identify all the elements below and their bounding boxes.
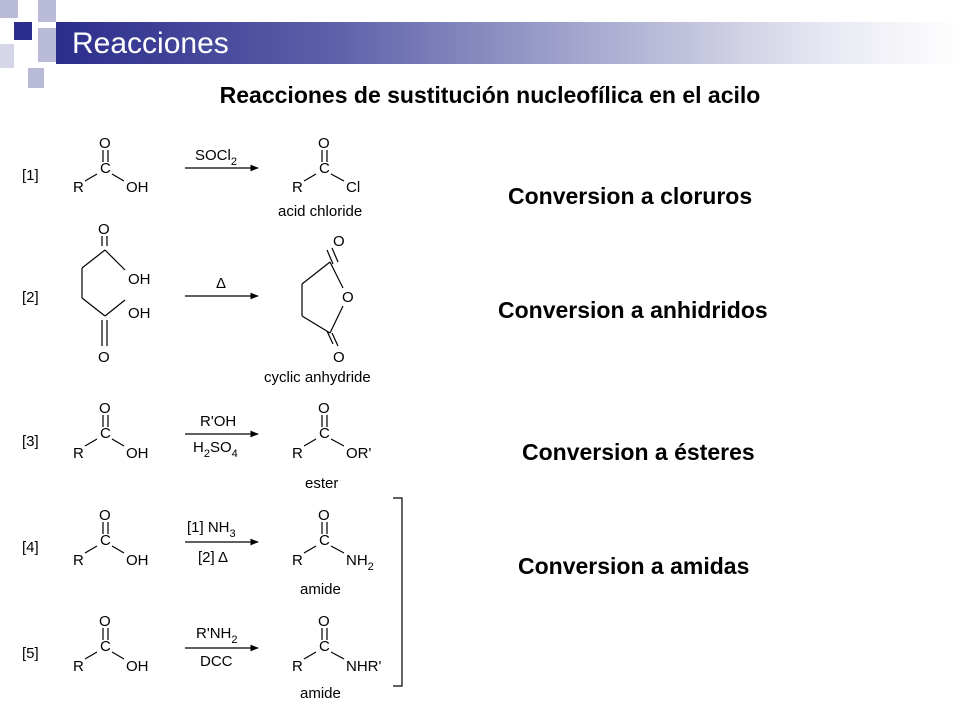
atom-o: O <box>333 233 345 250</box>
reagent-bottom: H2SO4 <box>193 439 238 460</box>
atom-o: O <box>318 135 330 152</box>
slide-subtitle: Reacciones de sustitución nucleofílica e… <box>219 82 761 108</box>
conversion-label-esters: Conversion a ésteres <box>522 439 755 465</box>
reaction-scheme: [1] O C R OH SOCl2 O C R Cl acid chlorid… <box>22 135 403 702</box>
atom-r: R <box>292 658 303 675</box>
reagent-bottom: DCC <box>200 653 233 670</box>
atom-c: C <box>319 638 330 655</box>
atom-o: O <box>99 400 111 417</box>
product-label: acid chloride <box>278 203 362 220</box>
atom-c: C <box>100 160 111 177</box>
atom-r: R <box>73 179 84 196</box>
product-label: ester <box>305 475 338 492</box>
atom-r: R <box>292 445 303 462</box>
reaction-number: [4] <box>22 539 39 556</box>
atom-o: O <box>99 613 111 630</box>
reagent-top: [1] NH3 <box>187 519 236 540</box>
atom-c: C <box>319 425 330 442</box>
conversion-label-chlorides: Conversion a cloruros <box>508 183 753 209</box>
decor-square <box>14 22 32 40</box>
atom-r: R <box>292 552 303 569</box>
reagent-top: R'OH <box>200 413 236 430</box>
decor-square <box>28 68 44 88</box>
atom-or: OR' <box>346 445 372 462</box>
atom-oh: OH <box>126 552 149 569</box>
reaction-number: [1] <box>22 167 39 184</box>
atom-oh: OH <box>126 658 149 675</box>
reagent-top: Δ <box>216 275 226 292</box>
atom-oh: OH <box>126 179 149 196</box>
atom-r: R <box>73 552 84 569</box>
atom-o: O <box>318 400 330 417</box>
atom-r: R <box>73 658 84 675</box>
atom-oh: OH <box>128 305 151 322</box>
atom-nh2: NH2 <box>346 552 374 573</box>
decor-square <box>38 28 56 62</box>
decor-square <box>0 44 14 68</box>
atom-o: O <box>342 289 354 306</box>
slide-title: Reacciones <box>72 27 229 60</box>
atom-oh: OH <box>126 445 149 462</box>
atom-cl: Cl <box>346 179 360 196</box>
atom-oh: OH <box>128 271 151 288</box>
atom-o: O <box>99 135 111 152</box>
atom-c: C <box>319 532 330 549</box>
conversion-label-anhydrides: Conversion a anhidridos <box>498 297 768 323</box>
reaction-number: [5] <box>22 645 39 662</box>
atom-r: R <box>73 445 84 462</box>
atom-c: C <box>100 532 111 549</box>
reagent-bottom: [2] Δ <box>198 549 228 566</box>
product-label: amide <box>300 581 341 598</box>
atom-o: O <box>99 507 111 524</box>
atom-nhr: NHR' <box>346 658 381 675</box>
atom-o: O <box>333 349 345 366</box>
atom-o: O <box>98 221 110 238</box>
title-bar <box>56 22 960 64</box>
atom-c: C <box>319 160 330 177</box>
reagent-top: SOCl2 <box>195 147 237 168</box>
atom-o: O <box>318 507 330 524</box>
product-label: cyclic anhydride <box>264 369 371 386</box>
atom-o: O <box>318 613 330 630</box>
title-decoration <box>0 0 90 95</box>
product-label: amide <box>300 685 341 702</box>
decor-square <box>0 0 18 18</box>
reagent-top: R'NH2 <box>196 625 238 646</box>
atom-r: R <box>292 179 303 196</box>
reaction-number: [2] <box>22 289 39 306</box>
atom-o: O <box>98 349 110 366</box>
atom-c: C <box>100 425 111 442</box>
decor-square <box>38 0 56 22</box>
conversion-label-amides: Conversion a amidas <box>518 553 750 579</box>
atom-c: C <box>100 638 111 655</box>
reaction-number: [3] <box>22 433 39 450</box>
